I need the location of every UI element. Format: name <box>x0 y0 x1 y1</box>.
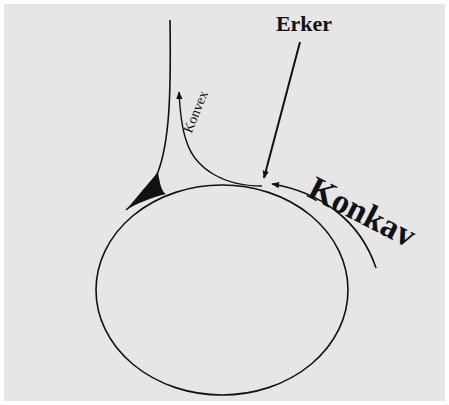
background <box>4 4 445 401</box>
outer-line <box>126 20 170 210</box>
circle-outline <box>96 185 348 395</box>
erker-pointer <box>264 42 300 178</box>
black-wedge <box>126 172 166 210</box>
callout-label: Erker <box>276 13 332 35</box>
